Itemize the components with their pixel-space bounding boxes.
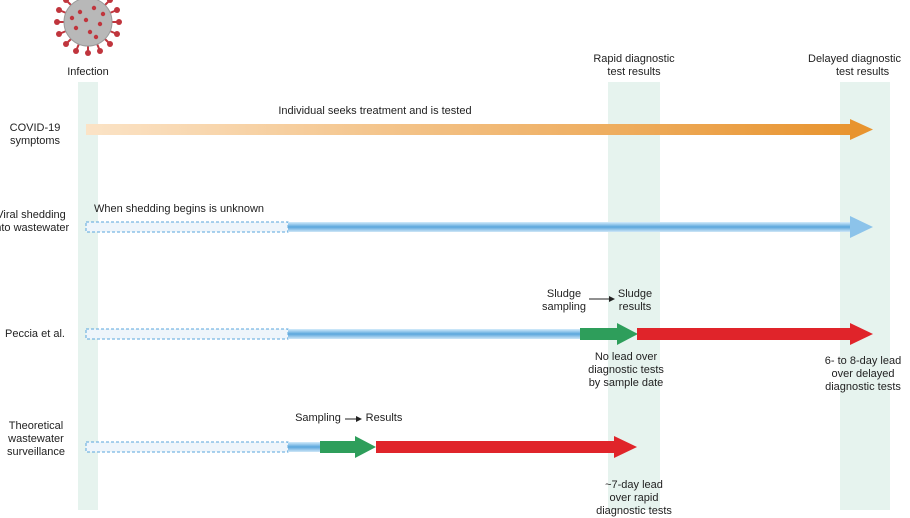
covid-symptoms-note: Individual seeks treatment and is tested	[278, 105, 472, 117]
right-arrow-icon	[345, 416, 362, 422]
covid-symptoms-arrowhead	[850, 119, 873, 140]
theoretical-red-segment	[376, 441, 616, 453]
delayed-results-column-band	[840, 82, 890, 510]
peccia-dashed-segment	[85, 328, 289, 340]
coronavirus-icon	[54, 0, 122, 56]
infection-column-label: Infection	[67, 66, 109, 78]
theoretical-green-arrowhead	[355, 436, 376, 458]
shedding-arrowhead	[850, 216, 873, 238]
theoretical-red-arrowhead	[614, 436, 637, 458]
peccia-red-segment	[637, 328, 853, 340]
peccia-red-arrowhead	[850, 323, 873, 345]
peccia-row-label: Peccia et al.	[5, 328, 65, 340]
shedding-unknown-dashed-segment	[85, 221, 289, 233]
theoretical-results-label: Results	[365, 412, 403, 424]
covid-symptoms-arrow-shaft	[86, 124, 856, 135]
peccia-blue-segment	[288, 329, 580, 339]
theoretical-sampling-label: Sampling	[295, 412, 341, 424]
right-arrow-icon	[589, 296, 615, 302]
peccia-green-arrowhead	[617, 323, 638, 345]
theoretical-green-segment	[320, 441, 358, 453]
peccia-green-segment	[580, 328, 620, 340]
shedding-arrow-shaft	[288, 222, 852, 232]
shedding-note: When shedding begins is unknown	[94, 203, 265, 215]
theoretical-blue-segment	[288, 442, 320, 452]
theoretical-dashed-segment	[85, 441, 289, 453]
infection-column-band	[78, 82, 98, 510]
